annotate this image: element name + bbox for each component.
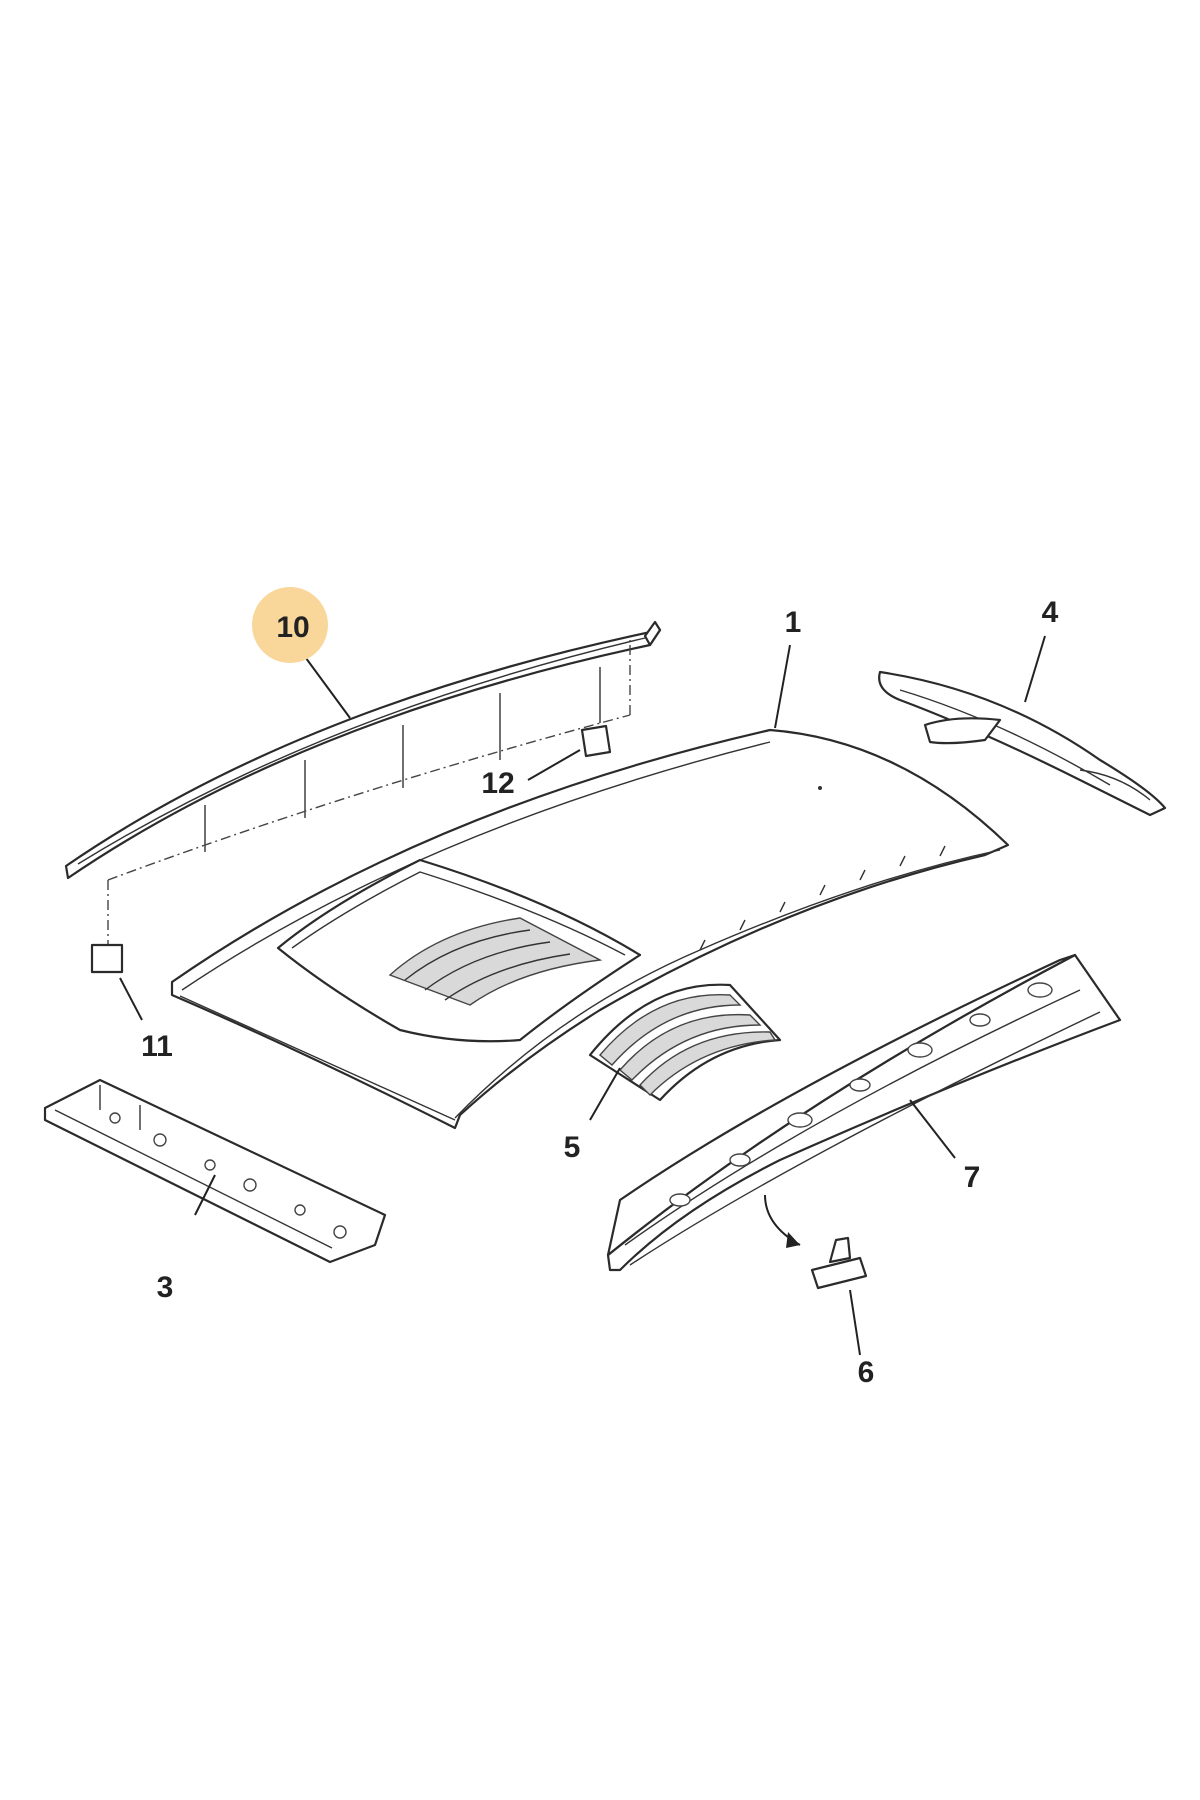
part-7-side-rail[interactable] <box>606 953 1122 1272</box>
label-4[interactable]: 4 <box>1042 596 1059 629</box>
label-11[interactable]: 11 <box>141 1030 173 1063</box>
part-10-roof-trim[interactable] <box>64 620 662 950</box>
label-3[interactable]: 3 <box>157 1271 174 1304</box>
label-6[interactable]: 6 <box>858 1356 875 1389</box>
part-1-roof-panel[interactable] <box>170 728 1010 1130</box>
part-12-clip[interactable] <box>580 724 612 758</box>
label-5[interactable]: 5 <box>564 1131 581 1164</box>
leader-lines <box>119 635 1046 1356</box>
part-6-bracket[interactable] <box>764 1194 868 1290</box>
part-11-clip[interactable] <box>90 943 124 974</box>
highlight-marker <box>252 587 328 663</box>
label-10[interactable]: 10 <box>276 611 309 644</box>
part-5-roof-bow[interactable] <box>588 983 782 1102</box>
label-7[interactable]: 7 <box>964 1161 981 1194</box>
label-12[interactable]: 12 <box>481 767 514 800</box>
part-3-front-header[interactable] <box>43 1078 387 1264</box>
label-1[interactable]: 1 <box>785 606 802 639</box>
part-4-rear-header[interactable] <box>878 670 1167 817</box>
